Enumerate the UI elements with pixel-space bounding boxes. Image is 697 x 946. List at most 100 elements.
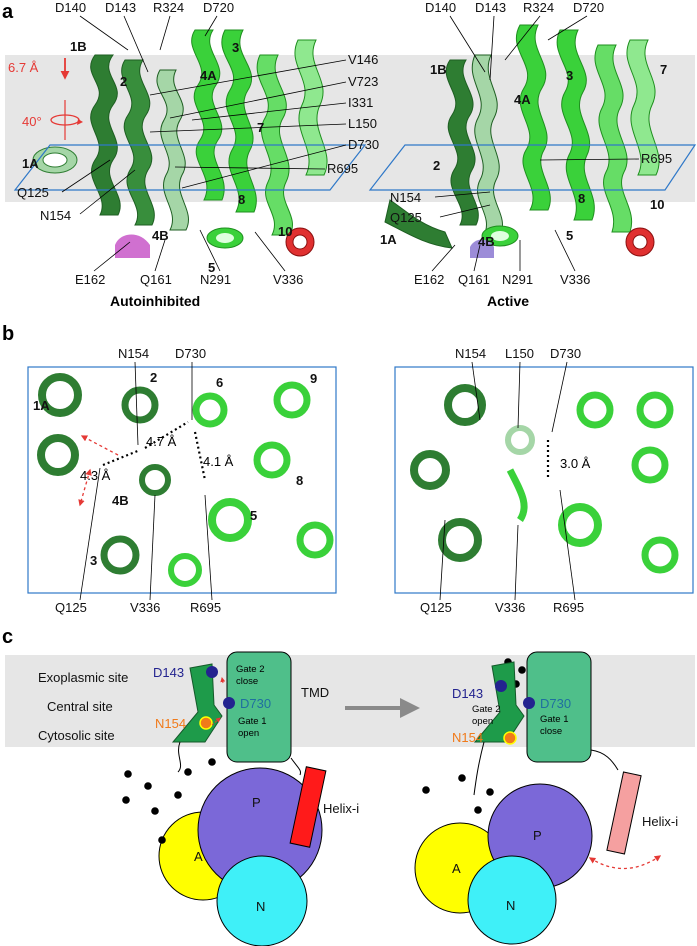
tilt-label: 40° bbox=[22, 114, 42, 129]
distance-label: 4.7 Å bbox=[146, 434, 177, 449]
panel-b-left-leaders bbox=[79, 361, 213, 601]
res-label: Q161 bbox=[458, 272, 490, 287]
helix-label: 8 bbox=[578, 191, 585, 206]
helix-label: 5 bbox=[208, 260, 215, 275]
gate1-state: close bbox=[540, 726, 562, 737]
right-leader-lines bbox=[431, 15, 640, 272]
helix-label: 1B bbox=[430, 62, 447, 77]
helix-label: 10 bbox=[650, 197, 664, 212]
p-label: P bbox=[252, 795, 261, 810]
helix-label: Helix-i bbox=[642, 814, 678, 829]
panel-b-label: b bbox=[2, 323, 14, 345]
helix-i-right bbox=[606, 771, 642, 855]
helix-label: 4B bbox=[152, 228, 169, 243]
helix-label: 8 bbox=[296, 473, 303, 488]
res-label: D720 bbox=[573, 0, 604, 15]
left-helix-numbers: 1B 2 4A 3 7 1A 4B 8 5 10 bbox=[22, 39, 292, 275]
gate2-label: Gate 2 bbox=[472, 704, 501, 715]
linker bbox=[473, 741, 485, 796]
helix-label: 2 bbox=[120, 74, 127, 89]
site-central: Central site bbox=[47, 699, 113, 714]
helix-label: 1B bbox=[70, 39, 87, 54]
res-label: V336 bbox=[560, 272, 590, 287]
res-label: R695 bbox=[553, 600, 584, 615]
transport-helix-right bbox=[473, 661, 525, 743]
shift-label: 6.7 Å bbox=[8, 60, 39, 75]
left-leader-lines bbox=[61, 15, 347, 272]
res-label: R695 bbox=[641, 151, 672, 166]
res-label: R695 bbox=[190, 600, 221, 615]
res-label: N154 bbox=[390, 190, 421, 205]
a-label: A bbox=[194, 849, 203, 864]
site-d143-right bbox=[495, 680, 507, 692]
linker bbox=[177, 741, 182, 773]
res-label: V146 bbox=[348, 52, 378, 67]
d730-label: D730 bbox=[540, 696, 571, 711]
res-label: D140 bbox=[55, 0, 86, 15]
res-label: D143 bbox=[475, 0, 506, 15]
res-label: Q125 bbox=[55, 600, 87, 615]
p-label: P bbox=[533, 828, 542, 843]
helix-label: 1A bbox=[33, 398, 50, 413]
helix-i-motion-arrow bbox=[588, 855, 662, 870]
res-label: D730 bbox=[175, 346, 206, 361]
gate1-label: Gate 1 bbox=[540, 714, 569, 725]
left-residue-labels: D140 D143 R324 D720 V146 V723 I331 L150 … bbox=[17, 0, 379, 287]
gate2-arrow bbox=[220, 677, 226, 684]
site-d730-left bbox=[223, 697, 235, 709]
helix-label: 4A bbox=[514, 92, 531, 107]
helix-label: 5 bbox=[250, 508, 257, 523]
helix-label: 3 bbox=[90, 553, 97, 568]
helix-label: 5 bbox=[566, 228, 573, 243]
res-label: Q125 bbox=[390, 210, 422, 225]
n154-label: N154 bbox=[155, 716, 186, 731]
n-domain-right bbox=[467, 855, 557, 945]
res-label: D143 bbox=[105, 0, 136, 15]
transition-arrowhead bbox=[400, 698, 420, 718]
n154-label: N154 bbox=[452, 730, 483, 745]
right-residue-labels: D140 D143 R324 D720 R695 N154 Q125 E162 … bbox=[390, 0, 672, 287]
helix-label: 3 bbox=[232, 40, 239, 55]
panel-b-right-leaders bbox=[439, 361, 576, 601]
gate1-label: Gate 1 bbox=[238, 716, 267, 727]
site-d730-right bbox=[523, 697, 535, 709]
tmd-label: TMD bbox=[301, 685, 329, 700]
res-label: R695 bbox=[327, 161, 358, 176]
res-label: I331 bbox=[348, 95, 373, 110]
res-label: E162 bbox=[414, 272, 444, 287]
helix-label: Helix-i bbox=[323, 801, 359, 816]
res-label: D730 bbox=[550, 346, 581, 361]
panel-b-left-distances: 4.3 Å 4.7 Å 4.1 Å bbox=[78, 421, 234, 507]
n-domain-left bbox=[216, 855, 308, 946]
res-label: L150 bbox=[505, 346, 534, 361]
helix-label: 6 bbox=[216, 375, 223, 390]
distance-label: 3.0 Å bbox=[560, 456, 591, 471]
site-n154-left bbox=[199, 716, 213, 730]
d730-label: D730 bbox=[240, 696, 271, 711]
linker bbox=[290, 757, 301, 776]
site-d143-left bbox=[206, 666, 218, 678]
distance-label: 4.1 Å bbox=[203, 454, 234, 469]
gate1-arrow bbox=[211, 717, 221, 726]
panel-b-left-labels: N154 D730 Q125 V336 R695 1A 2 6 9 4B 8 5… bbox=[33, 346, 317, 615]
site-cytosolic: Cytosolic site bbox=[38, 728, 115, 743]
n-label: N bbox=[506, 898, 515, 913]
right-helix-numbers: 1B 4A 3 7 2 8 10 1A 4B 5 bbox=[380, 62, 667, 249]
state-left: TMD D143 D730 N154 Gate 2 close Gate 1 o… bbox=[153, 651, 359, 946]
res-label: L150 bbox=[348, 116, 377, 131]
res-label: Q125 bbox=[17, 185, 49, 200]
helix-label: 8 bbox=[238, 192, 245, 207]
res-label: Q125 bbox=[420, 600, 452, 615]
panel-b-right-helices bbox=[410, 384, 679, 574]
res-label: V336 bbox=[130, 600, 160, 615]
state-right: D143 D730 N154 Gate 2 open Gate 1 close … bbox=[414, 651, 678, 945]
res-label: N291 bbox=[502, 272, 533, 287]
helix-label: 7 bbox=[660, 62, 667, 77]
res-label: V336 bbox=[273, 272, 303, 287]
n-label: N bbox=[256, 899, 265, 914]
helix-label: 4B bbox=[478, 234, 495, 249]
helix-label: 9 bbox=[310, 371, 317, 386]
res-label: D140 bbox=[425, 0, 456, 15]
res-label: V723 bbox=[348, 74, 378, 89]
right-structure-helices bbox=[384, 24, 660, 258]
